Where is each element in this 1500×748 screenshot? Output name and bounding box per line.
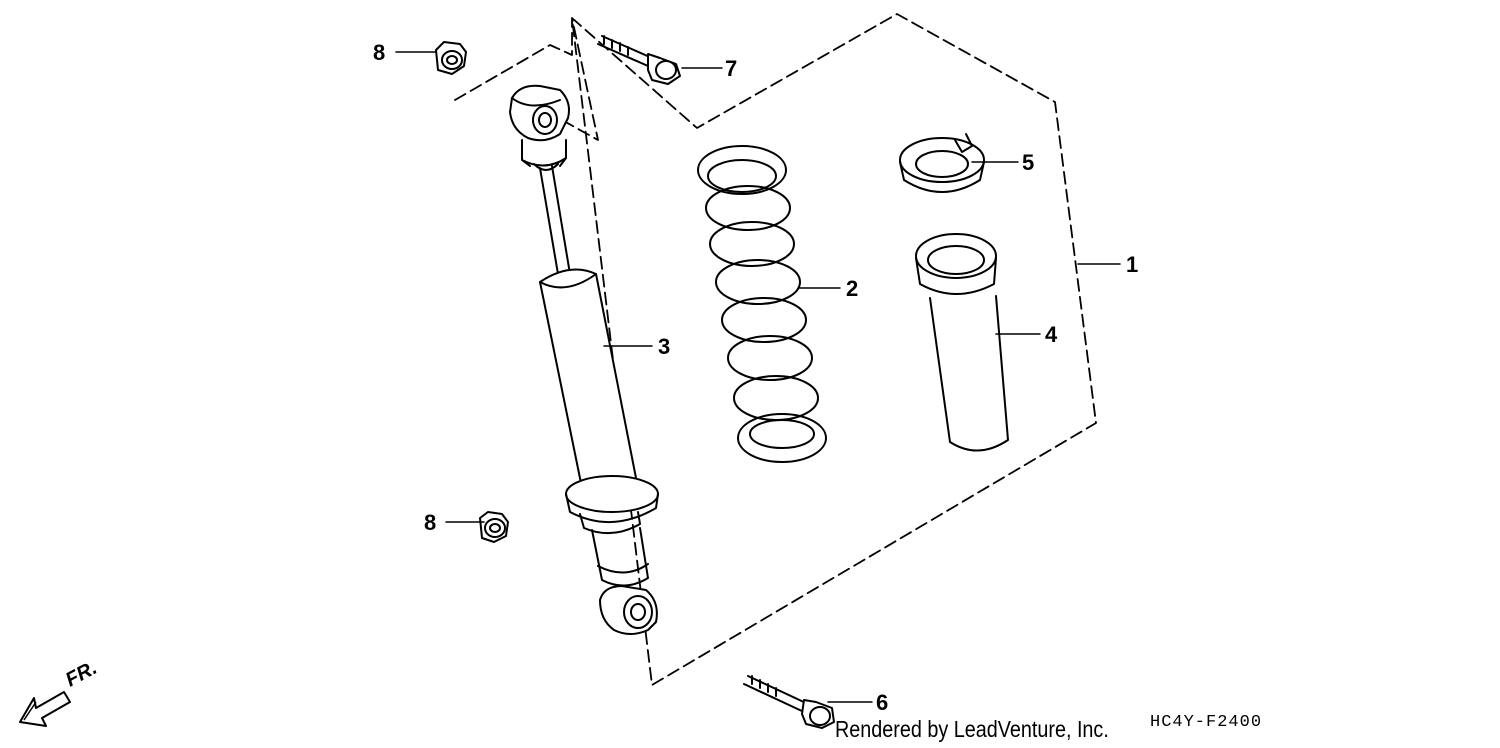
dust-cover — [915, 233, 1009, 452]
callout-2: 2 — [846, 276, 859, 301]
lower-bolt — [743, 675, 835, 729]
callout-7: 7 — [725, 56, 738, 81]
front-direction-arrow — [19, 691, 71, 727]
callout-4: 4 — [1045, 322, 1058, 347]
bottom-nut — [479, 511, 509, 543]
callout-8-top: 8 — [373, 40, 386, 65]
assembly-boundary — [454, 13, 1097, 686]
top-nut — [435, 41, 467, 75]
shock-absorber — [509, 84, 659, 635]
callout-6: 6 — [876, 690, 889, 715]
spring-seat — [899, 133, 985, 193]
callout-3: 3 — [658, 334, 671, 359]
diagram-code: HC4Y-F2400 — [1150, 713, 1263, 732]
callout-8-bottom: 8 — [424, 510, 437, 535]
credit-text: Rendered by LeadVenture, Inc. — [835, 716, 1109, 742]
callout-5: 5 — [1022, 150, 1035, 175]
upper-bolt — [597, 35, 681, 85]
coil-spring — [697, 145, 827, 463]
leader-lines — [395, 51, 1121, 703]
callout-1: 1 — [1126, 252, 1139, 277]
